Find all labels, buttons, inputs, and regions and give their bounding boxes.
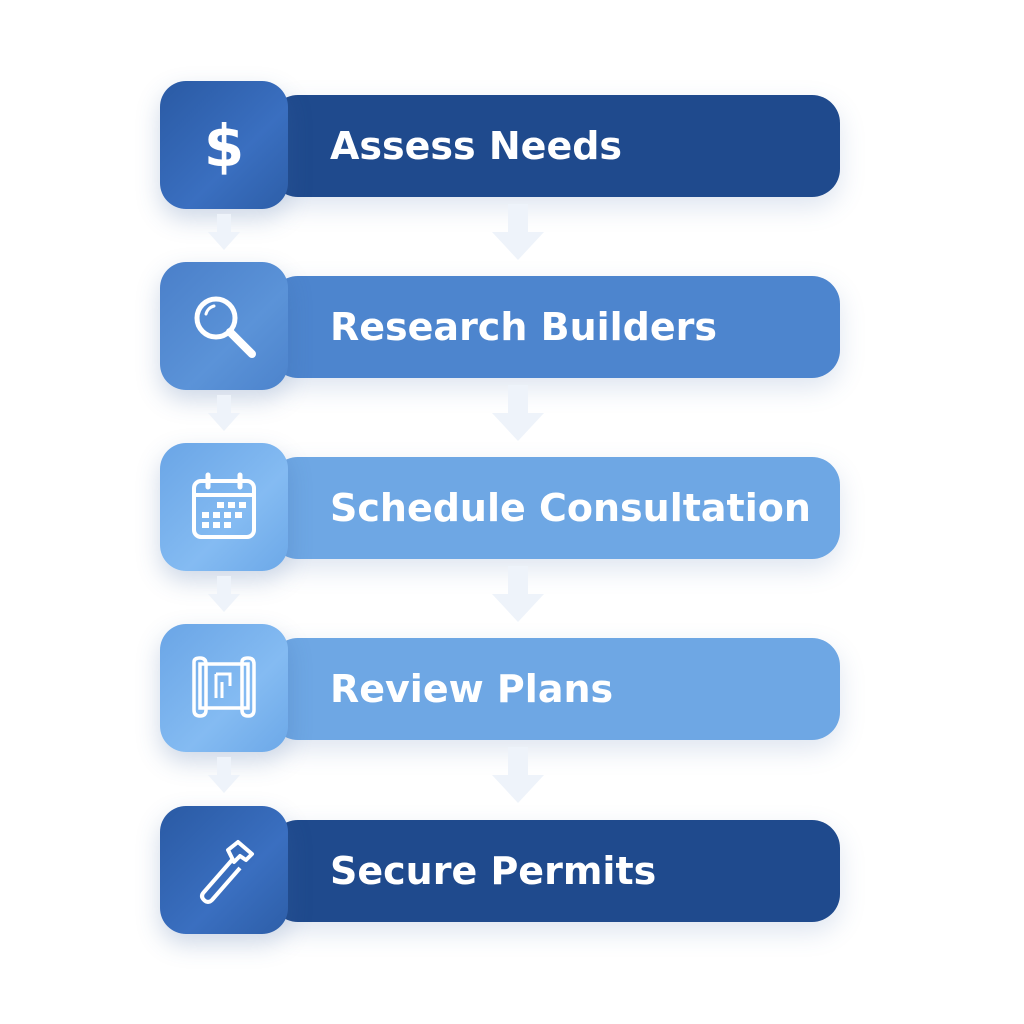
step-label: Research Builders xyxy=(330,305,718,349)
down-arrow-icon xyxy=(204,212,244,252)
step-review-plans: Review Plans xyxy=(160,624,840,754)
step-assess-needs: $ Assess Needs xyxy=(160,81,840,211)
step-bar xyxy=(270,276,840,378)
down-arrow-icon xyxy=(488,383,548,443)
step-schedule-consultation: Schedule Consultation xyxy=(160,443,840,573)
down-arrow-icon xyxy=(488,564,548,624)
svg-text:$: $ xyxy=(204,112,244,180)
down-arrow-icon xyxy=(204,393,244,433)
step-research-builders: Research Builders xyxy=(160,262,840,392)
step-bar xyxy=(270,457,840,559)
step-secure-permits: Secure Permits xyxy=(160,806,840,936)
dollar-icon: $ xyxy=(204,112,244,180)
step-label: Secure Permits xyxy=(330,849,657,893)
step-icon-tile xyxy=(160,443,288,571)
down-arrow-icon xyxy=(204,574,244,614)
step-icon-tile xyxy=(160,806,288,934)
hammer-icon xyxy=(200,840,254,904)
calendar-icon xyxy=(192,472,256,539)
down-arrow-icon xyxy=(488,202,548,262)
step-icon-tile xyxy=(160,624,288,752)
step-bar xyxy=(270,95,840,197)
step-label: Review Plans xyxy=(330,667,614,711)
step-label: Assess Needs xyxy=(330,124,623,168)
step-icon-tile: $ xyxy=(160,81,288,209)
magnifier-icon xyxy=(194,296,256,358)
step-label: Schedule Consultation xyxy=(330,486,811,530)
down-arrow-icon xyxy=(204,755,244,795)
step-icon-tile xyxy=(160,262,288,390)
step-bar xyxy=(270,820,840,922)
step-bar xyxy=(270,638,840,740)
down-arrow-icon xyxy=(488,745,548,805)
blueprint-icon xyxy=(192,656,256,718)
